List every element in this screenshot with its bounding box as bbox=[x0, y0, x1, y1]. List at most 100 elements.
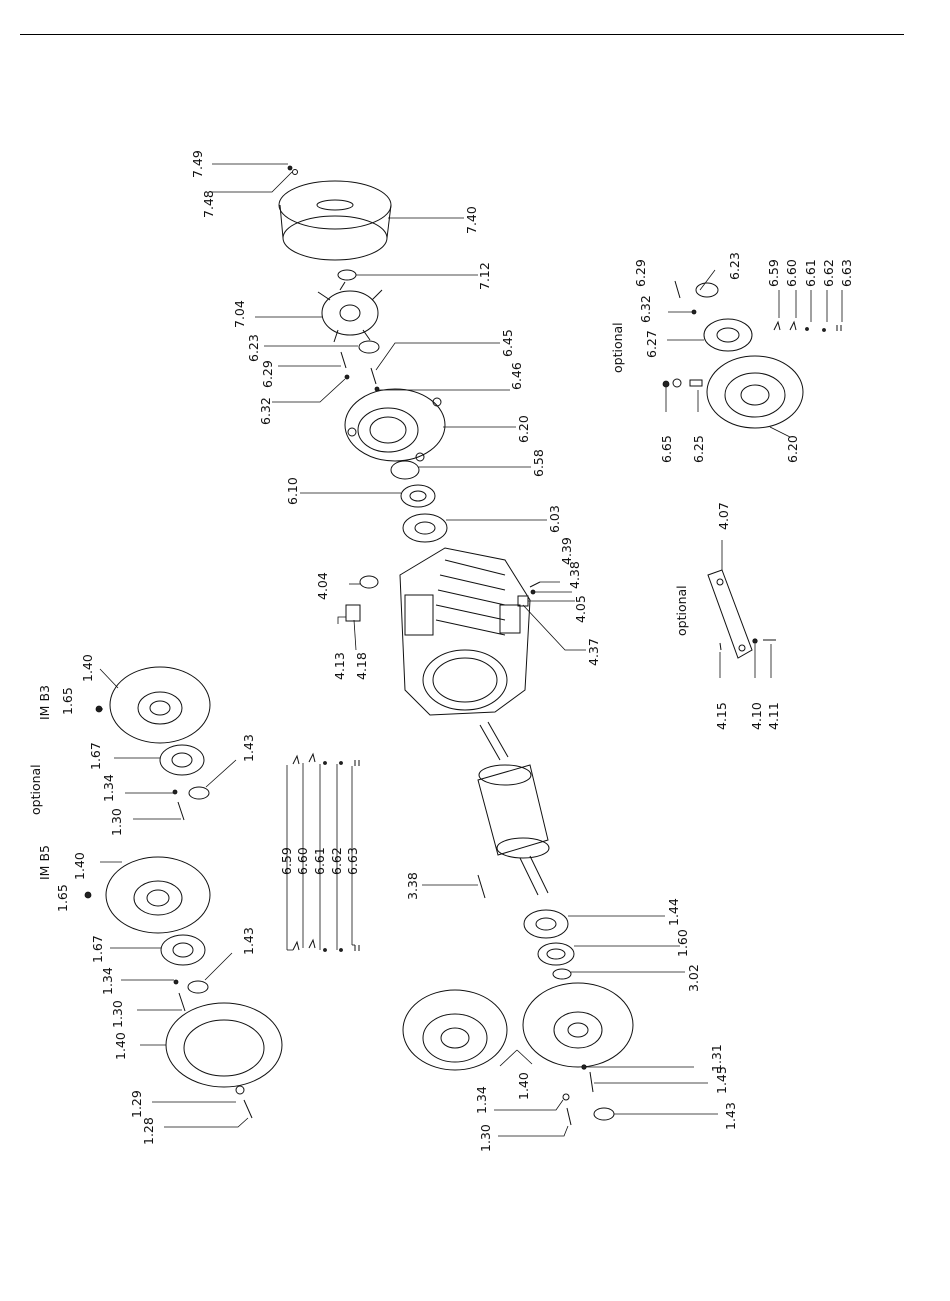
label-6-62-right: 6.62 bbox=[821, 259, 836, 287]
label-6-23-opt: 6.23 bbox=[727, 252, 742, 280]
label-3-02: 3.02 bbox=[686, 964, 701, 992]
label-6-29-opt: 6.29 bbox=[633, 259, 648, 287]
ring-7-12 bbox=[337, 269, 357, 281]
label-6-10: 6.10 bbox=[285, 477, 300, 505]
flange-im-b3 bbox=[109, 666, 211, 744]
screw-6-29-opt bbox=[674, 280, 681, 299]
bolt-1-45 bbox=[589, 1071, 594, 1093]
gland-4-04 bbox=[359, 575, 379, 589]
label-7-04: 7.04 bbox=[232, 300, 247, 328]
label-1-28: 1.28 bbox=[141, 1117, 156, 1145]
label-4-38: 4.38 bbox=[567, 561, 582, 589]
washer-4-38 bbox=[530, 589, 536, 595]
label-4-15: 4.15 bbox=[714, 702, 729, 730]
screw-1-31 bbox=[581, 1064, 587, 1070]
label-1-43-b5: 1.43 bbox=[241, 927, 256, 955]
screw-6-29 bbox=[340, 351, 347, 369]
bearing-1-44 bbox=[523, 909, 569, 939]
label-1-40-de: 1.40 bbox=[516, 1072, 531, 1100]
terminal-parts-right bbox=[773, 320, 842, 332]
washer-6-32-opt bbox=[691, 309, 697, 315]
label-1-67-b5: 1.67 bbox=[90, 935, 105, 963]
screw-7-49 bbox=[287, 165, 293, 171]
circlip-3-02 bbox=[552, 968, 572, 980]
washer-1-29 bbox=[235, 1085, 245, 1095]
label-1-30-de: 1.30 bbox=[478, 1124, 493, 1152]
key-3-38 bbox=[477, 874, 486, 899]
flange-plate-1-40 bbox=[165, 1002, 283, 1088]
label-1-45: 1.45 bbox=[714, 1066, 729, 1094]
label-7-12: 7.12 bbox=[477, 262, 492, 290]
label-1-34-de: 1.34 bbox=[474, 1086, 489, 1114]
label-6-61-right: 6.61 bbox=[803, 259, 818, 287]
label-4-05: 4.05 bbox=[573, 595, 588, 623]
label-4-13: 4.13 bbox=[332, 652, 347, 680]
seal-1-43-b5 bbox=[187, 980, 209, 994]
label-4-39: 4.39 bbox=[559, 537, 574, 565]
label-6-29: 6.29 bbox=[260, 360, 275, 388]
label-7-49: 7.49 bbox=[190, 150, 205, 178]
screw-1-28 bbox=[243, 1099, 253, 1119]
label-6-23: 6.23 bbox=[246, 334, 261, 362]
label-6-59-right: 6.59 bbox=[766, 259, 781, 287]
label-4-11: 4.11 bbox=[766, 702, 781, 730]
label-6-58: 6.58 bbox=[531, 449, 546, 477]
label-4-07: 4.07 bbox=[716, 502, 731, 530]
foot-4-07 bbox=[707, 569, 753, 659]
label-1-65-b3: 1.65 bbox=[60, 687, 75, 715]
label-6-65: 6.65 bbox=[659, 435, 674, 463]
terminal-parts-left bbox=[292, 752, 360, 952]
label-4-10: 4.10 bbox=[749, 702, 764, 730]
screw-1-30-b3 bbox=[177, 801, 185, 821]
plug-1-65-b5 bbox=[84, 891, 92, 899]
label-6-20-opt: 6.20 bbox=[785, 435, 800, 463]
screw-1-30-de bbox=[566, 1107, 572, 1126]
label-6-45: 6.45 bbox=[500, 329, 515, 357]
end-shield-de-left bbox=[402, 989, 508, 1071]
end-shield-nde bbox=[344, 388, 446, 462]
label-6-25: 6.25 bbox=[691, 435, 706, 463]
label-6-61-left: 6.61 bbox=[312, 847, 327, 875]
label-6-27: 6.27 bbox=[644, 330, 659, 358]
bearing-cover-1-67-b3 bbox=[159, 744, 205, 776]
label-6-46: 6.46 bbox=[509, 362, 524, 390]
end-shield-6-20-opt bbox=[706, 355, 804, 429]
label-1-67-b3: 1.67 bbox=[88, 742, 103, 770]
label-6-20: 6.20 bbox=[516, 415, 531, 443]
washer-1-34-de bbox=[562, 1093, 570, 1101]
end-shield-de-right bbox=[522, 982, 634, 1068]
seal-1-43-b3 bbox=[188, 786, 210, 800]
label-1-43-b3: 1.43 bbox=[241, 734, 256, 762]
label-1-31: 1.31 bbox=[709, 1044, 724, 1072]
label-4-04: 4.04 bbox=[315, 572, 330, 600]
washer-1-34-b3 bbox=[172, 789, 178, 795]
washer-6-32 bbox=[344, 374, 350, 380]
label-1-40-plate: 1.40 bbox=[113, 1032, 128, 1060]
stator-housing bbox=[399, 547, 531, 716]
rotor bbox=[477, 721, 550, 896]
bolt-6-45 bbox=[370, 367, 377, 385]
label-1-30-b3: 1.30 bbox=[109, 808, 124, 836]
label-6-32-opt: 6.32 bbox=[638, 295, 653, 323]
fan-cowl bbox=[278, 180, 392, 261]
seal-6-23-opt bbox=[695, 282, 719, 298]
label-im-b5: IM B5 bbox=[37, 845, 52, 880]
part-labels: 7.49 7.48 7.40 7.12 7.04 6.23 6.29 6.32 … bbox=[28, 150, 854, 1152]
label-7-40: 7.40 bbox=[464, 206, 479, 234]
pin-4-15 bbox=[719, 642, 722, 651]
label-1-65-b5: 1.65 bbox=[55, 884, 70, 912]
plate-4-13 bbox=[345, 604, 361, 622]
label-1-44: 1.44 bbox=[666, 898, 681, 926]
label-4-37: 4.37 bbox=[586, 638, 601, 666]
label-1-60: 1.60 bbox=[675, 929, 690, 957]
pipe-6-25 bbox=[689, 379, 703, 387]
flange-im-b5 bbox=[105, 856, 211, 934]
seal-1-43-de bbox=[593, 1107, 615, 1121]
label-1-34-b5: 1.34 bbox=[100, 967, 115, 995]
nut-6-46 bbox=[374, 386, 380, 392]
label-1-43-de: 1.43 bbox=[723, 1102, 738, 1130]
washer-4-10 bbox=[752, 638, 758, 644]
screw-1-30-b5 bbox=[178, 992, 186, 1012]
seal-6-23 bbox=[358, 340, 380, 354]
